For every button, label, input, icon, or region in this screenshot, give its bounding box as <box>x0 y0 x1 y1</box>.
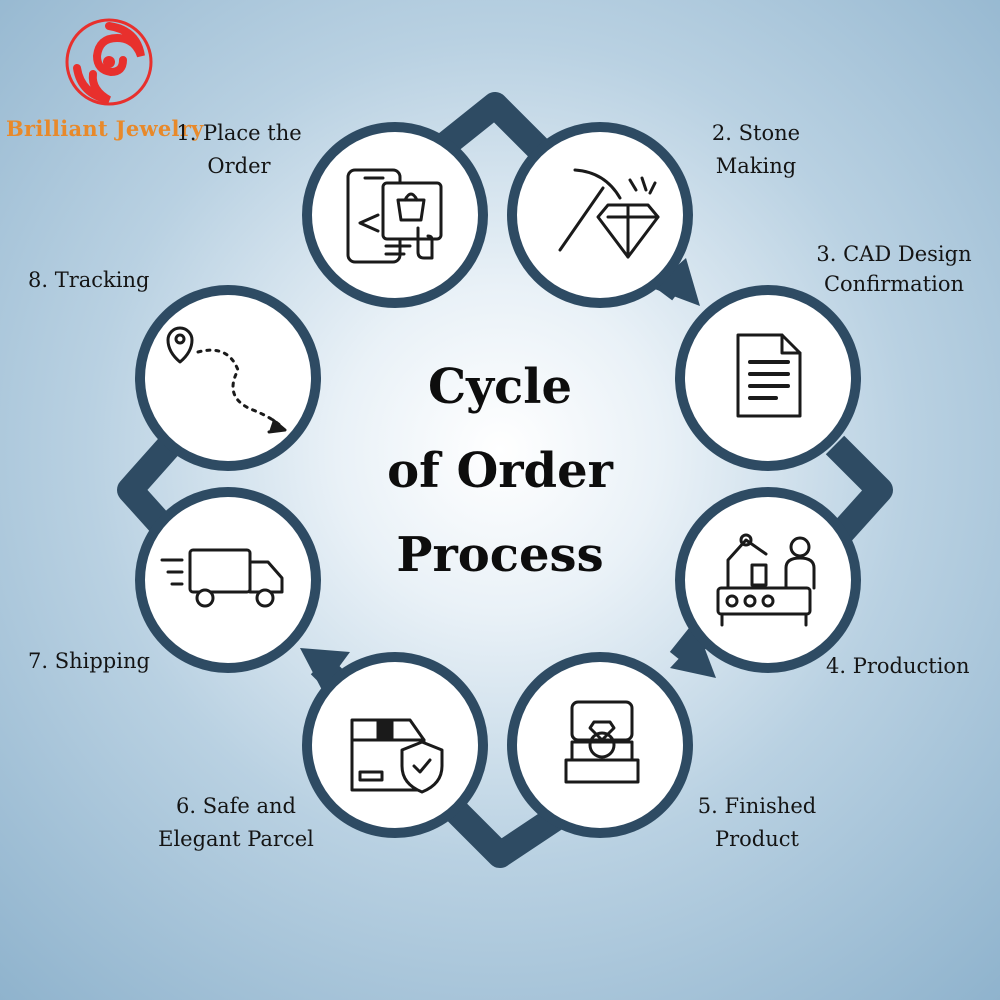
package-shield-icon <box>350 718 444 794</box>
connector-3-4 <box>825 435 893 549</box>
location-route-icon <box>166 326 287 434</box>
step-8-label: 8. Tracking <box>28 268 150 292</box>
step-4-circle <box>675 487 861 673</box>
step-3-circle <box>675 285 861 471</box>
document-icon <box>736 333 802 418</box>
step-1-label: 1. Place the Order <box>176 121 302 178</box>
arrowhead-4-5 <box>670 636 716 678</box>
title-line-3: Process <box>396 527 604 583</box>
step-2-label: 2. Stone Making <box>711 121 801 178</box>
delivery-truck-icon <box>160 548 284 608</box>
step-3-label: 3. CAD Design Confirmation <box>816 242 972 297</box>
step-7-label: 7. Shipping <box>28 649 150 673</box>
red-swirl-logo <box>65 18 153 106</box>
brand-name: Brilliant Jewelry <box>6 116 204 141</box>
connector-5-6 <box>435 790 568 868</box>
title-line-1: Cycle <box>427 359 573 415</box>
step-7-circle <box>135 487 321 673</box>
factory-robot-icon <box>716 533 816 627</box>
step-6-label: 6. Safe and Elegant Parcel <box>158 794 314 851</box>
step-5-circle <box>507 652 693 838</box>
step-4-label: 4. Production <box>826 654 970 678</box>
pickaxe-diamond-icon <box>558 168 660 259</box>
arrowhead-6-7 <box>300 648 350 690</box>
title-line-2: of Order <box>387 443 613 499</box>
step-8-circle <box>135 285 321 471</box>
step-6-circle <box>302 652 488 838</box>
arrowhead-2-3 <box>652 258 700 306</box>
ring-box-icon <box>564 700 640 784</box>
diagram-title: Cycle of Order Process <box>330 345 670 597</box>
step-5-label: 5. Finished Product <box>697 794 817 851</box>
phone-shopping-icon <box>346 168 443 264</box>
